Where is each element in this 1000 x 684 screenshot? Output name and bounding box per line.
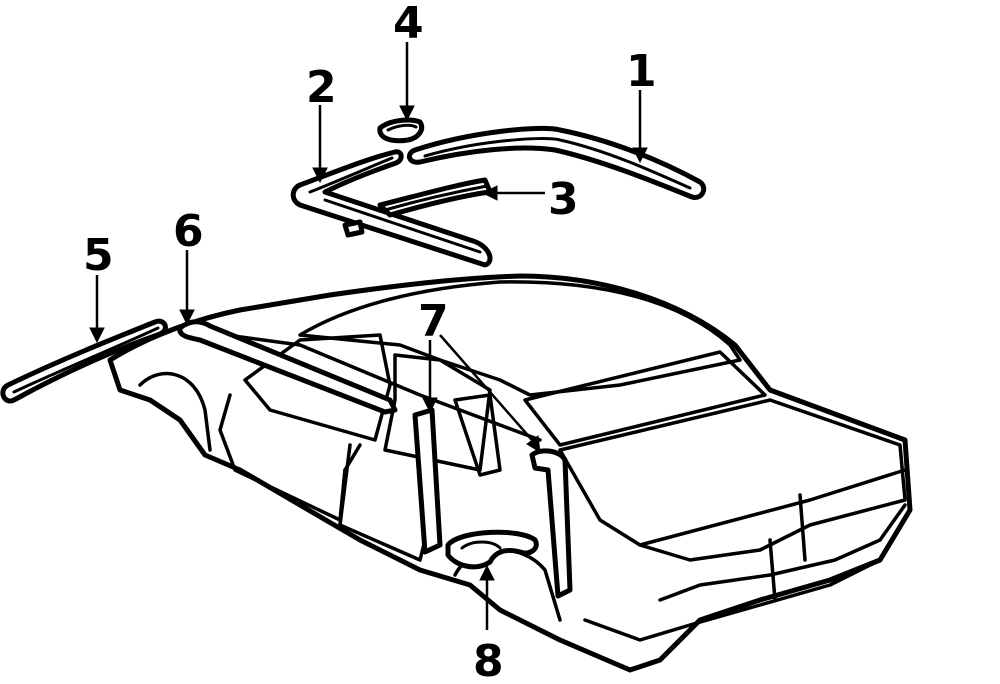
callout-6: 6: [173, 206, 204, 257]
part-8-wheel-molding: [445, 529, 539, 570]
callout-labels: 1 2 3 4 5 6 7 8: [83, 0, 657, 684]
front-wheel-arch: [138, 371, 212, 452]
part-2-windshield-molding: [290, 149, 493, 268]
part-6-side-molding: [177, 319, 398, 415]
callout-3: 3: [548, 174, 579, 225]
rear-edge: [768, 538, 777, 602]
trunk-lid: [558, 398, 907, 562]
trunk-seam: [638, 468, 907, 547]
callout-7: 7: [418, 296, 449, 347]
part-7-pillar-moldings: [412, 407, 573, 599]
callout-5: 5: [83, 230, 114, 281]
quarter-window: [453, 393, 502, 477]
roof-outline: [298, 280, 742, 397]
callout-8: 8: [473, 636, 504, 684]
trunk-center: [798, 493, 807, 562]
rear-window: [523, 350, 767, 447]
callout-2: 2: [306, 62, 337, 113]
rear-lower: [583, 558, 882, 642]
door-seam: [338, 443, 352, 527]
rear-bumper: [658, 503, 907, 602]
part-1-roof-molding: [406, 125, 707, 200]
callout-1: 1: [626, 46, 657, 97]
roof-rail: [188, 328, 542, 442]
part-4-clip: [377, 117, 425, 144]
callout-4: 4: [393, 0, 424, 49]
leader-lines: [89, 42, 648, 630]
front-door-window: [243, 333, 392, 442]
part-5-front-molding: [0, 318, 168, 404]
